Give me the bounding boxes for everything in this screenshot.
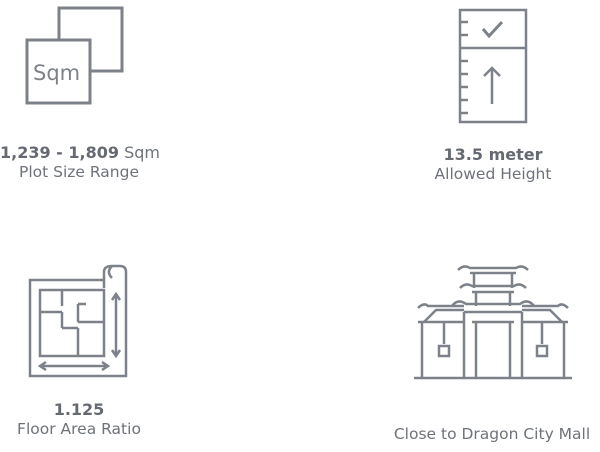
sqm-squares-icon: Sqm <box>24 6 126 106</box>
height-gauge-icon <box>456 8 530 124</box>
allowed-height-caption: 13.5 meter Allowed Height <box>410 145 576 184</box>
dragon-city-label: Close to Dragon City Mall <box>393 425 591 443</box>
floor-area-ratio-value-line: 1.125 <box>0 400 158 420</box>
floor-area-ratio-label: Floor Area Ratio <box>17 420 141 438</box>
svg-text:Sqm: Sqm <box>33 61 80 85</box>
plot-size-label: Plot Size Range <box>18 163 139 181</box>
plot-size-value: 1,239 - 1,809 <box>0 143 119 162</box>
pagoda-icon <box>414 262 572 382</box>
allowed-height-value: 13.5 meter <box>443 145 543 164</box>
allowed-height-label: Allowed Height <box>434 165 552 183</box>
allowed-height-value-line: 13.5 meter <box>410 145 576 165</box>
plot-size-unit: Sqm <box>124 143 160 162</box>
floor-area-ratio-value: 1.125 <box>53 400 105 419</box>
plot-size-caption: 1,239 - 1,809 Sqm Plot Size Range <box>0 143 160 182</box>
floor-plan-icon <box>26 264 130 382</box>
floor-area-ratio-caption: 1.125 Floor Area Ratio <box>0 400 158 439</box>
dragon-city-caption: Close to Dragon City Mall <box>384 425 600 444</box>
plot-size-value-line: 1,239 - 1,809 Sqm <box>0 143 160 163</box>
